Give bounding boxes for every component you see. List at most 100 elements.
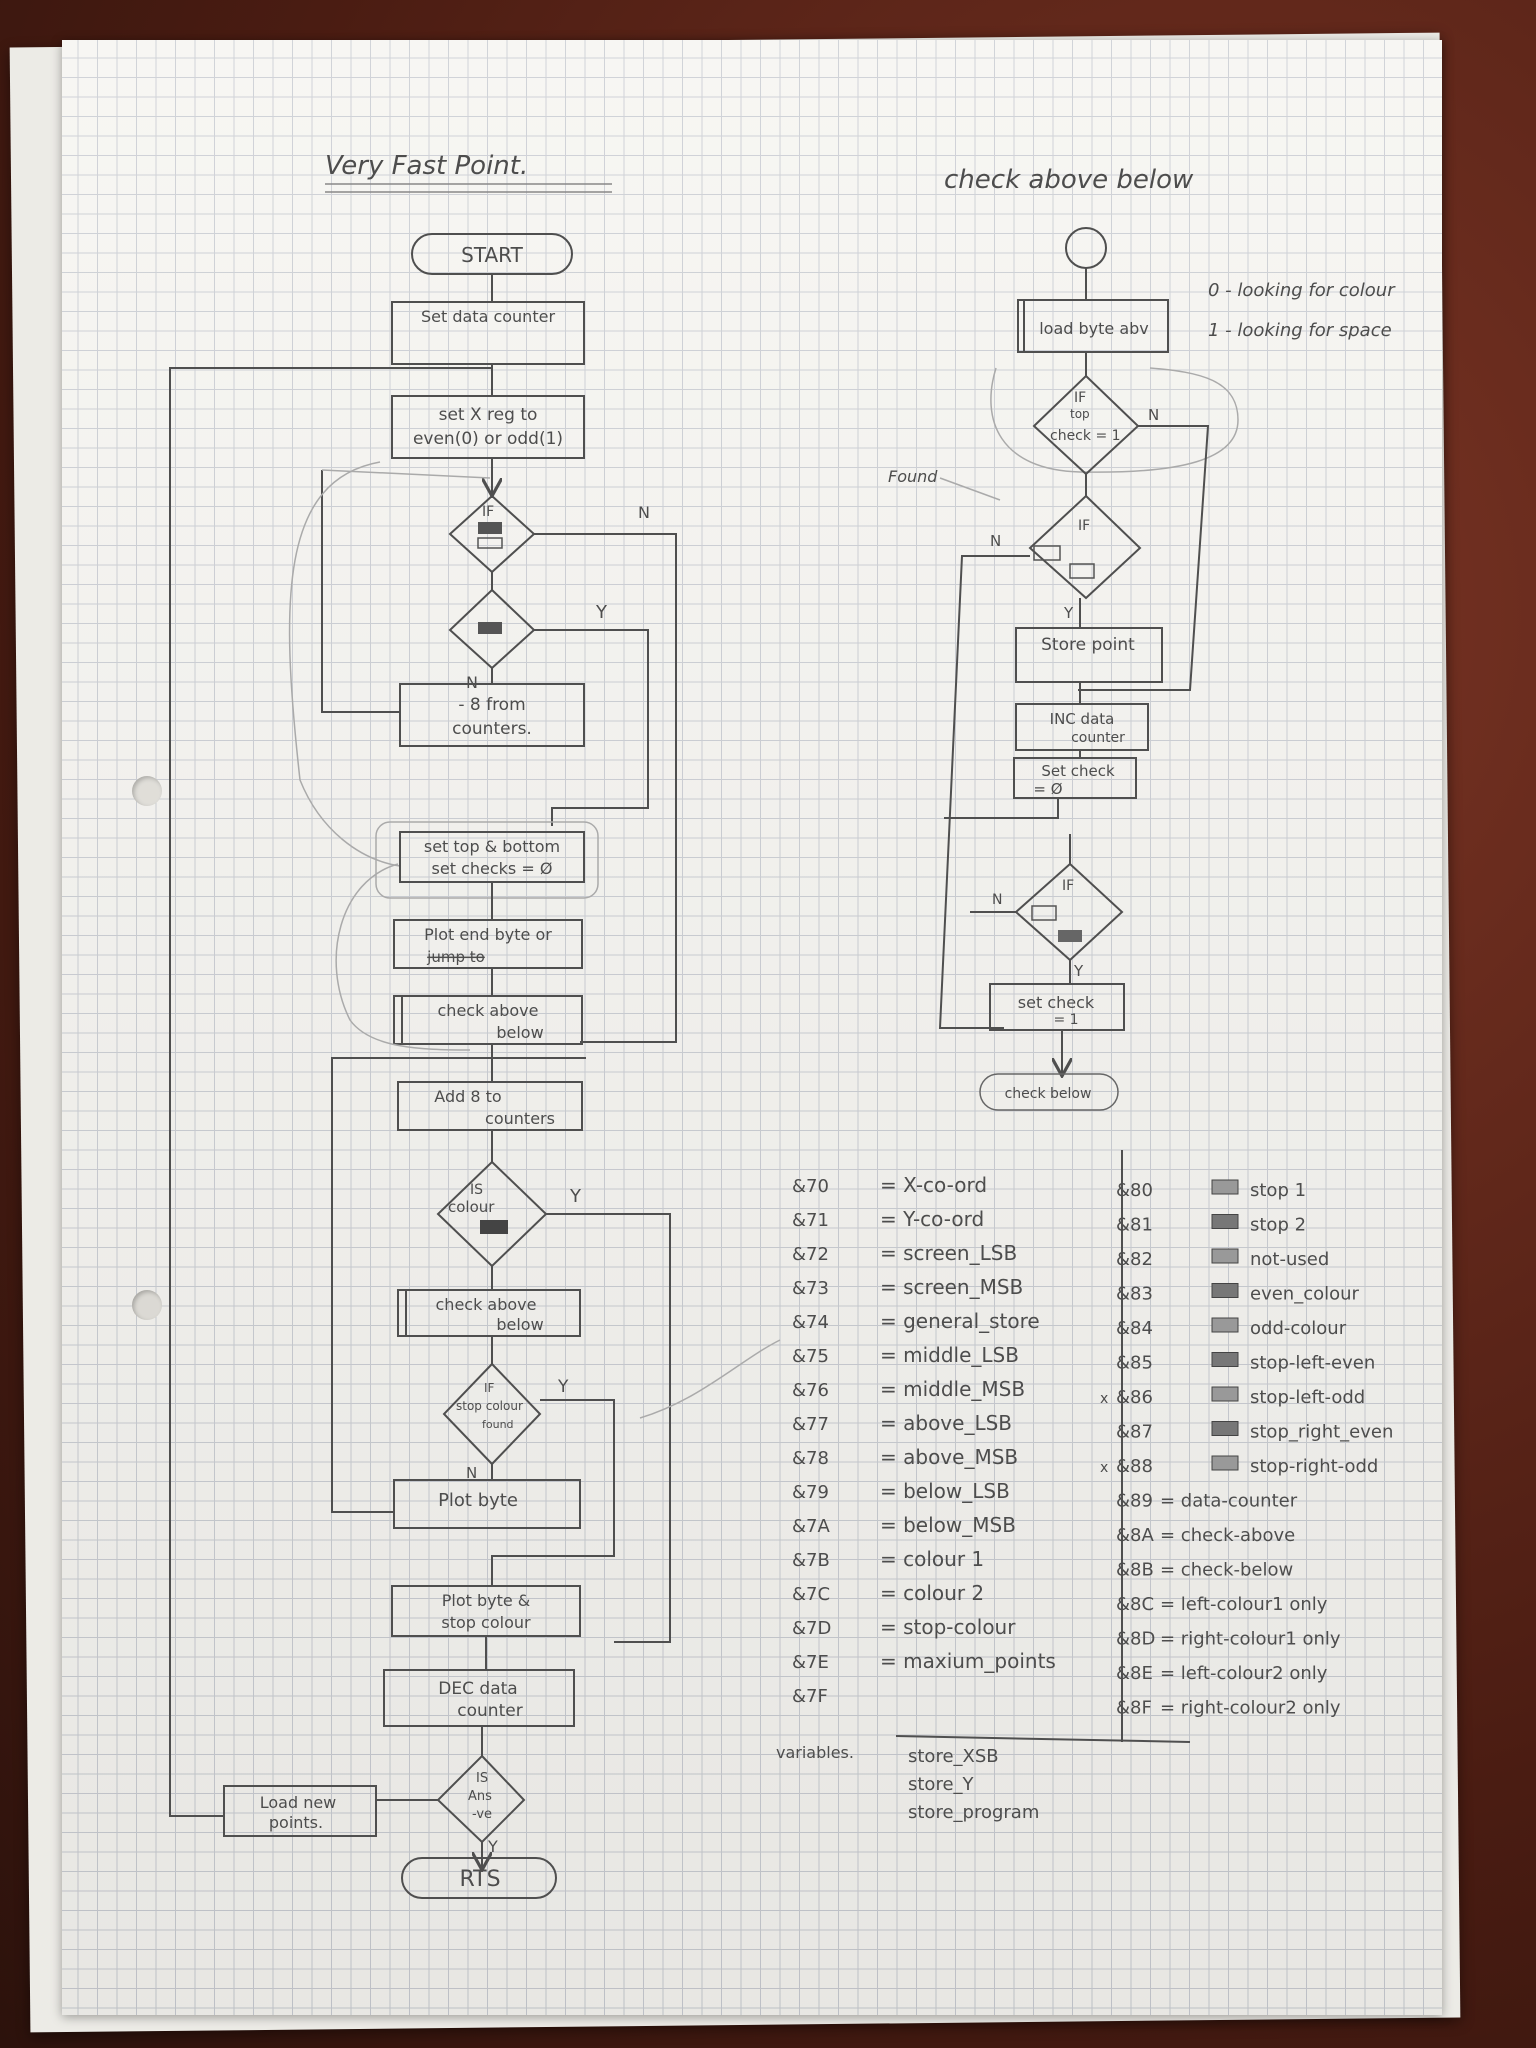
plot-byte-box [393, 1479, 581, 1529]
memory-row-left: &77= above_LSB [792, 1411, 1012, 1435]
if-sub-2-label: IF [1062, 878, 1074, 894]
memory-description: = below_LSB [880, 1479, 1010, 1503]
check-ab-1-line2: below [496, 1023, 543, 1042]
memory-description: stop-left-odd [1250, 1387, 1365, 1408]
minus-8-line1: - 8 from [458, 695, 525, 715]
stop-colour-line2: stop colour [456, 1399, 523, 1413]
set-top-bottom-line1: set top & bottom [424, 837, 560, 856]
memory-row-right: &83 even_colour [1116, 1283, 1360, 1305]
y-label: Y [487, 1837, 498, 1856]
memory-row-left: &7E= maxium_points [792, 1649, 1056, 1673]
set-check-0-line2: = Ø [1033, 780, 1062, 798]
colour-swatch [1211, 1248, 1239, 1264]
memory-address: &7D [792, 1618, 831, 1639]
inc-data-line2: counter [1071, 730, 1125, 746]
set-check-zero-box [1013, 757, 1137, 799]
memory-map-left-column: &70= X-co-ord&71= Y-co-ord&72= screen_LS… [792, 1173, 1056, 1707]
plot-byte-label: Plot byte [438, 1490, 518, 1511]
memory-address: &81 [1116, 1215, 1153, 1236]
memory-row-left: &71= Y-co-ord [792, 1207, 984, 1231]
memory-row-left: &7F [792, 1686, 828, 1707]
check-below-terminal [979, 1073, 1119, 1111]
variable-item: store_program [908, 1802, 1039, 1823]
memory-address: &88 [1116, 1456, 1153, 1477]
set-data-counter-label: Set data counter [421, 307, 555, 326]
ans-neg-line3: -ve [472, 1807, 492, 1822]
memory-row-left: &79= below_LSB [792, 1479, 1010, 1503]
graph-paper-sheet [62, 40, 1442, 2015]
colour-swatch [1211, 1386, 1239, 1402]
set-check-0-line1: Set check [1041, 762, 1115, 780]
memory-address: &7A [792, 1516, 830, 1537]
memory-address: &7B [792, 1550, 830, 1571]
colour-swatch [1211, 1421, 1239, 1436]
n-label: N [466, 1464, 477, 1482]
memory-row-right: &8F= right-colour2 only [1116, 1698, 1341, 1719]
check-ab-2-line2: below [496, 1315, 543, 1334]
memory-map: &70= X-co-ord&71= Y-co-ord&72= screen_LS… [639, 1150, 1393, 1823]
ans-neg-line2: Ans [468, 1789, 492, 1804]
plot-byte-stop-line2: stop colour [441, 1613, 531, 1632]
memory-address: &8B [1116, 1560, 1154, 1581]
load-byte-box [1017, 299, 1169, 353]
inc-data-box [1015, 703, 1149, 751]
memory-row-right: &8A= check-above [1116, 1525, 1295, 1546]
memory-description: = left-colour1 only [1160, 1594, 1328, 1615]
memory-address: &73 [792, 1278, 829, 1299]
variable-item: store_XSB [908, 1746, 999, 1767]
plot-end-byte-line1: Plot end byte or [424, 925, 552, 944]
memory-address: &70 [792, 1176, 829, 1197]
stop-colour-decision [442, 1362, 542, 1466]
punch-hole [132, 776, 162, 806]
memory-row-right: &8D= right-colour1 only [1116, 1629, 1341, 1650]
memory-address: &87 [1116, 1422, 1153, 1443]
check-above-below-box-1 [393, 995, 583, 1045]
rts-terminal [401, 1857, 557, 1899]
memory-row-left: &70= X-co-ord [792, 1173, 987, 1197]
memory-description: = general_store [880, 1309, 1040, 1333]
found-label: Found [888, 467, 938, 486]
punch-hole [132, 1290, 162, 1320]
plot-end-byte-box [393, 919, 583, 969]
ans-neg-line1: IS [476, 1771, 488, 1786]
memory-description: odd-colour [1250, 1318, 1347, 1339]
memory-address: &83 [1116, 1284, 1153, 1305]
memory-address: &74 [792, 1312, 829, 1333]
sub-start-circle [1065, 227, 1107, 269]
colour-swatch [1211, 1455, 1239, 1471]
n-label: N [638, 503, 650, 522]
memory-description: even_colour [1250, 1284, 1360, 1305]
load-new-line1: Load new [260, 1793, 337, 1812]
memory-row-left: &73= screen_MSB [792, 1275, 1023, 1299]
memory-description: = data-counter [1160, 1491, 1298, 1512]
n-label: N [1148, 406, 1159, 424]
plot-byte-stop-line1: Plot byte & [442, 1591, 531, 1610]
load-byte-label: load byte abv [1039, 319, 1149, 338]
if-sub-label: IF [1078, 518, 1090, 534]
n-label: N [466, 673, 478, 692]
set-x-reg-line2: even(0) or odd(1) [413, 429, 563, 449]
memory-description: = above_MSB [880, 1445, 1018, 1469]
memory-description: stop-left-even [1250, 1353, 1375, 1374]
memory-description: stop-right-odd [1250, 1456, 1378, 1477]
memory-description: = middle_MSB [880, 1377, 1025, 1401]
memory-row-right: &87 stop_right_even [1116, 1421, 1393, 1443]
memory-address: &7E [792, 1652, 829, 1673]
memory-description: = colour 1 [880, 1547, 984, 1571]
start-label: START [461, 243, 523, 267]
memory-description: stop_right_even [1250, 1422, 1393, 1443]
sub-flowchart: check above below load byte abv IF top c… [888, 165, 1239, 1111]
load-new-points-box [223, 1785, 377, 1837]
store-point-label: Store point [1041, 635, 1135, 655]
memory-row-left: &72= screen_LSB [792, 1241, 1017, 1265]
dec-data-counter-box [383, 1669, 575, 1727]
check-below-label: check below [1005, 1086, 1092, 1102]
memory-address: &89 [1116, 1491, 1153, 1512]
check-above-below-box-2 [397, 1289, 581, 1337]
memory-description: = Y-co-ord [880, 1207, 984, 1231]
memory-address: &75 [792, 1346, 829, 1367]
memory-address: &8D [1116, 1629, 1155, 1650]
